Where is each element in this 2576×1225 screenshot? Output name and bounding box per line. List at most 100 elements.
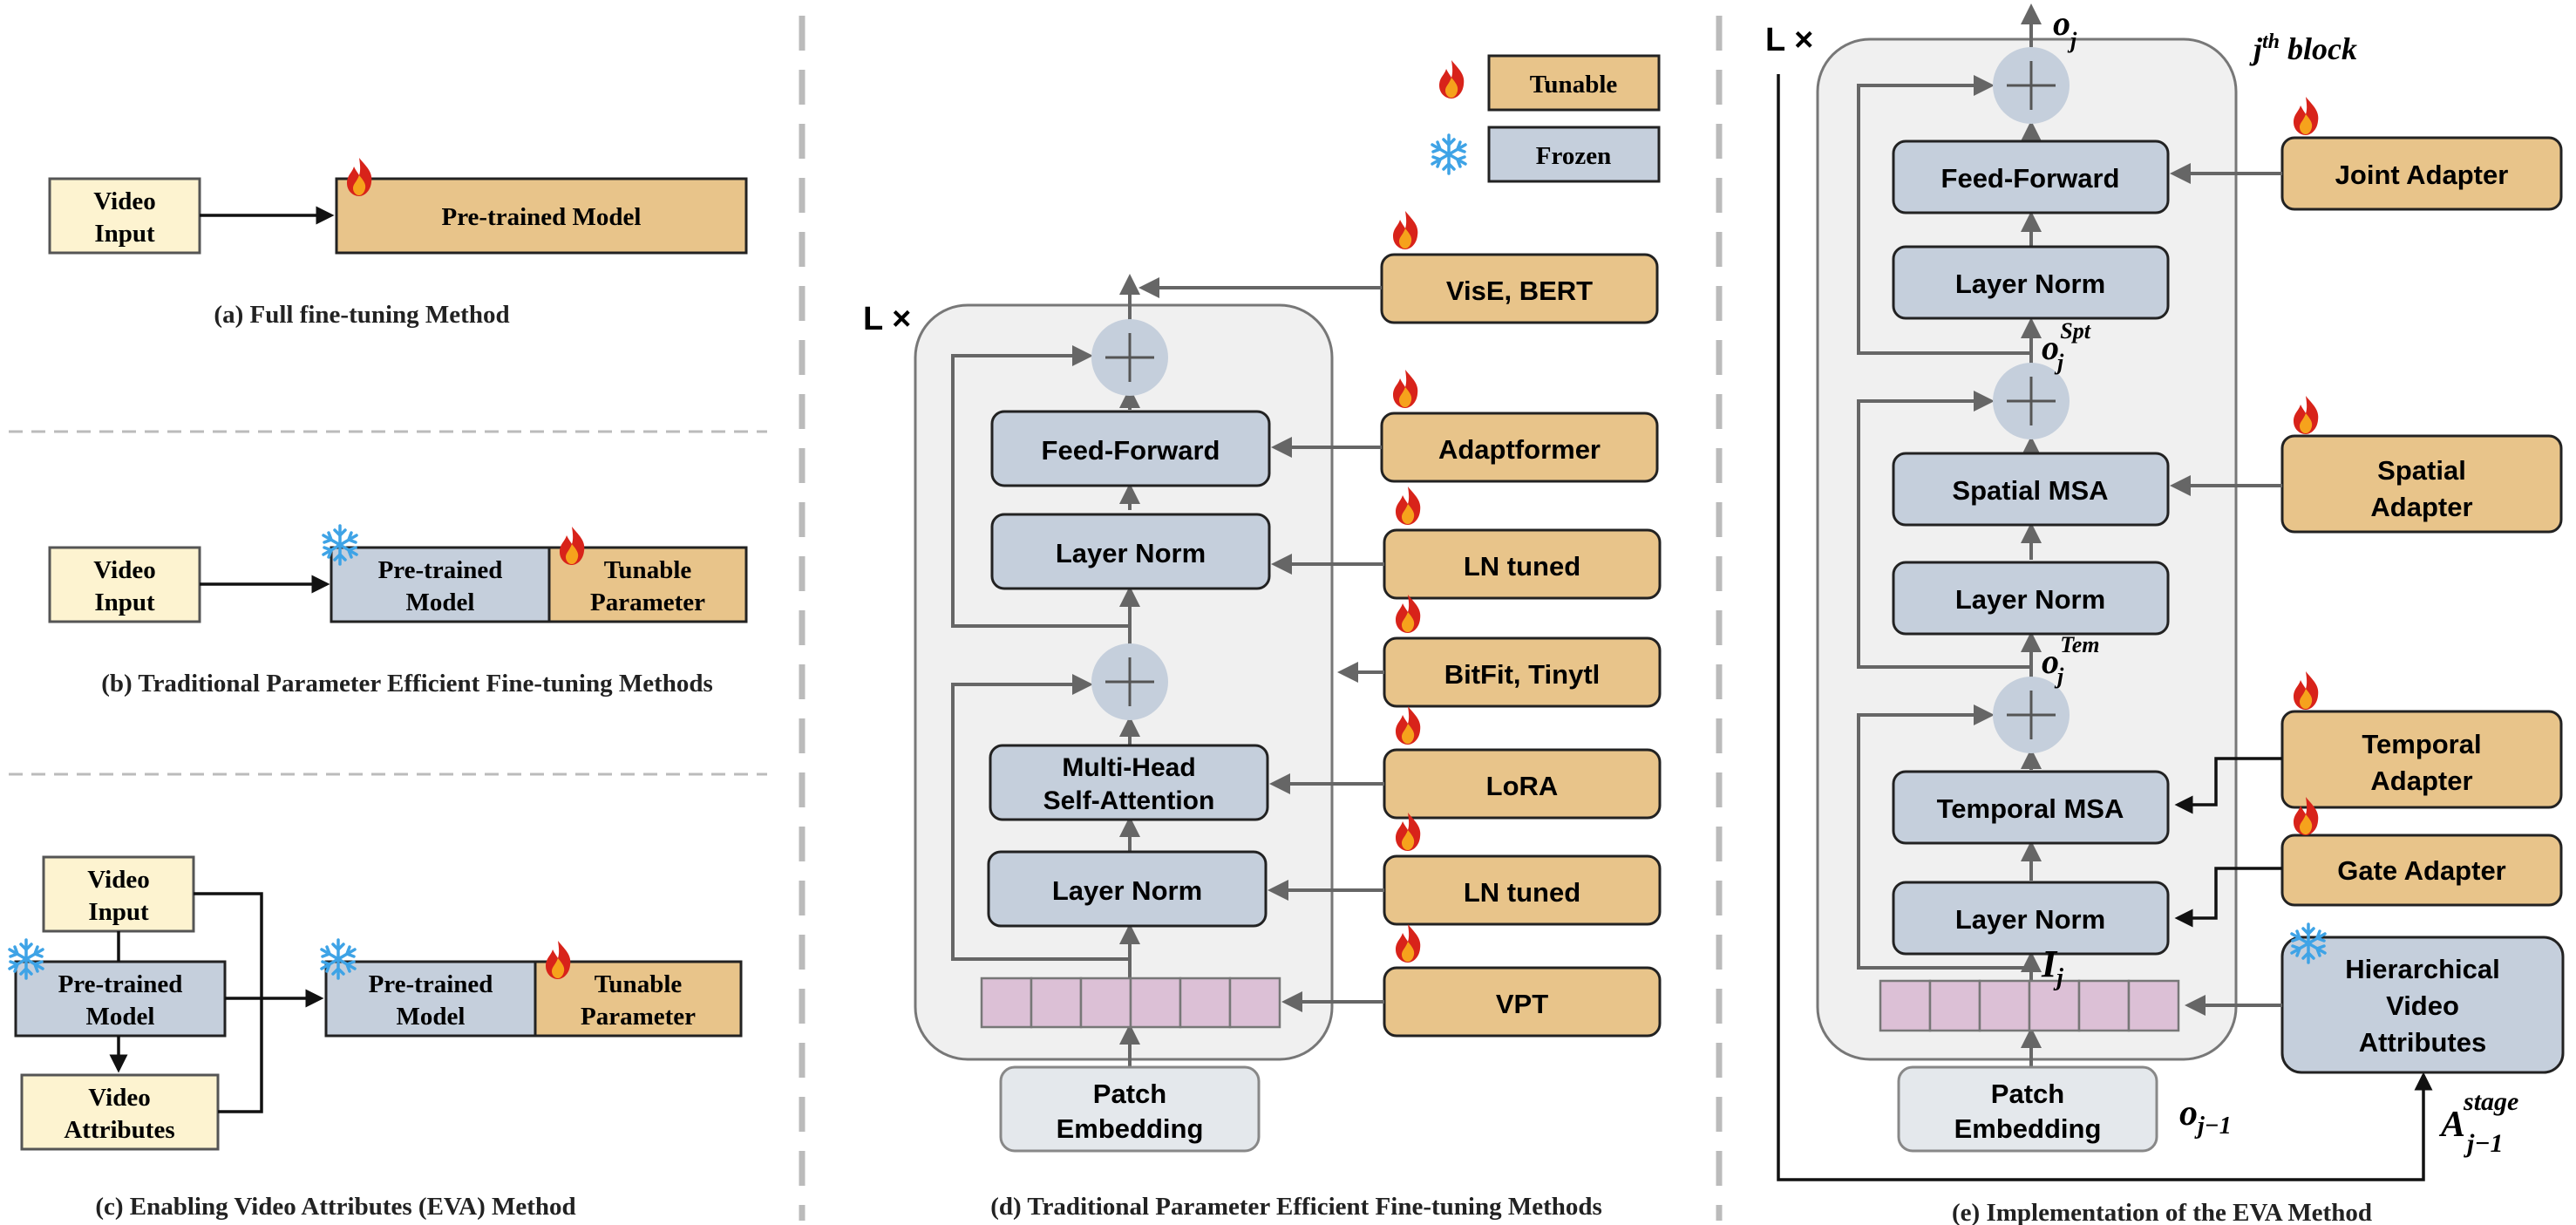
connector: [194, 892, 263, 1113]
flame-icon: [2294, 671, 2319, 710]
tunable-parameter-box: [534, 960, 743, 1038]
video-input-line2: Input: [94, 589, 155, 616]
panel-b: Video Input Pre-trained Model Tunable Pa…: [48, 524, 748, 698]
separators: [9, 16, 1723, 1221]
hva-line1: Hierarchical: [2345, 954, 2500, 984]
tunable-parameter-line2: Parameter: [590, 589, 705, 616]
residual-connection: [951, 345, 1130, 628]
pretrained-model-right-line2: Model: [397, 1003, 466, 1031]
residual-connection: [1857, 391, 2031, 669]
video-input-line1: Video: [93, 556, 155, 584]
spatial-msa-label: Spatial MSA: [1952, 475, 2108, 506]
i-j-label: Ij: [2041, 943, 2063, 991]
flame-icon: [546, 941, 571, 979]
flame-icon: [347, 158, 372, 196]
feed-forward-label: Feed-Forward: [1941, 163, 2120, 194]
residual-connection: [1857, 704, 2031, 970]
caption-b: (b) Traditional Parameter Efficient Fine…: [101, 670, 713, 698]
video-input-box: [42, 855, 195, 933]
flame-icon: [2294, 97, 2319, 135]
caption-c: (c) Enabling Video Attributes (EVA) Meth…: [95, 1193, 575, 1221]
caption-d: (d) Traditional Parameter Efficient Fine…: [990, 1193, 1602, 1221]
snowflake-icon: [8, 938, 44, 980]
video-input-line2: Input: [88, 898, 149, 926]
stage-loop-arrow: [1777, 74, 2433, 1181]
feed-forward: [990, 410, 1271, 487]
pretrained-model-left-line1: Pre-trained: [58, 970, 183, 998]
legend-tunable-swatch: [1487, 54, 1661, 112]
video-input-box: [48, 546, 201, 623]
legend-tunable-label: Tunable: [1530, 71, 1618, 99]
flame-icon: [1393, 370, 1418, 408]
block-title: jth block: [2249, 31, 2357, 66]
layer-norm-1: [1892, 245, 2170, 320]
patch-embedding-line1: Patch: [1991, 1079, 2064, 1109]
patch-embedding-line2: Embedding: [1057, 1113, 1204, 1144]
residual-connection: [1857, 75, 2031, 355]
caption-e: (e) Implementation of the EVA Method: [1952, 1199, 2372, 1225]
residual-connection: [951, 674, 1130, 961]
panel-a: Video Input Pre-trained Model (a) Full f…: [48, 158, 748, 329]
snowflake-icon: [320, 938, 357, 980]
method-label: LoRA: [1486, 771, 1559, 801]
flame-icon: [1396, 487, 1421, 525]
caption-a: (a) Full fine-tuning Method: [214, 301, 509, 329]
patch-embedding-line1: Patch: [1093, 1079, 1166, 1109]
tunable-parameter-line1: Tunable: [595, 970, 683, 998]
mhsa-line2: Self-Attention: [1043, 786, 1215, 815]
video-input-line2: Input: [94, 220, 155, 248]
legend-frozen-swatch: [1487, 126, 1661, 183]
arrow: [2174, 757, 2282, 814]
spatial-adapter-line2: Adapter: [2370, 492, 2472, 522]
layer-norm-bottom-label: Layer Norm: [1052, 875, 1202, 906]
temporal-adapter-line1: Temporal: [2362, 729, 2481, 759]
legend-frozen-label: Frozen: [1536, 142, 1611, 170]
hva-line3: Attributes: [2359, 1027, 2486, 1058]
patch-embedding: [999, 1065, 1261, 1153]
flame-icon: [2294, 396, 2319, 434]
methods-list: VisE, BERT Adaptformer LN tuned BitFit, …: [1380, 211, 1662, 1038]
layer-norm-1-label: Layer Norm: [1955, 269, 2105, 299]
video-input-line1: Video: [87, 866, 149, 894]
patch-embedding-line2: Embedding: [1954, 1113, 2102, 1144]
snowflake-icon: [322, 524, 358, 566]
layer-norm-top-label: Layer Norm: [1056, 538, 1206, 568]
repeat-label: L ×: [1765, 22, 1813, 58]
joint-adapter-label: Joint Adapter: [2335, 160, 2509, 190]
tunable-parameter-line1: Tunable: [604, 556, 692, 584]
flame-icon: [1439, 60, 1465, 99]
video-attributes-line2: Attributes: [64, 1116, 174, 1144]
method-label: VisE, BERT: [1446, 276, 1593, 306]
layer-norm-2-label: Layer Norm: [1955, 584, 2105, 615]
pretrained-model-right-line1: Pre-trained: [369, 970, 493, 998]
patch-tokens: [980, 977, 1281, 1029]
video-attributes-line1: Video: [88, 1084, 150, 1112]
panel-d: Tunable Frozen L × Layer Norm: [863, 54, 1662, 1221]
method-label: Adaptformer: [1438, 434, 1601, 465]
flame-icon: [1396, 595, 1421, 633]
method-label: LN tuned: [1464, 551, 1580, 582]
pretrained-model-label: Pre-trained Model: [442, 203, 642, 231]
spatial-msa: [1892, 452, 2170, 527]
snowflake-icon: [1431, 133, 1467, 175]
legend: Tunable Frozen: [1431, 54, 1661, 183]
method-label: BitFit, Tinytl: [1444, 659, 1601, 690]
pretrained-model-right-box: [324, 960, 537, 1038]
temporal-msa: [1892, 770, 2170, 845]
layer-norm-3: [1892, 881, 2170, 956]
pretrained-model-line1: Pre-trained: [378, 556, 503, 584]
feed-forward-label: Feed-Forward: [1042, 435, 1220, 466]
panel-e: L × jth block Layer Norm: [1765, 3, 2565, 1225]
layer-norm-2: [1892, 561, 2170, 636]
o-spt-label: ojSpt: [2042, 318, 2091, 375]
flame-icon: [1396, 924, 1421, 963]
flame-icon: [1393, 211, 1418, 249]
flame-icon: [1396, 706, 1421, 745]
flame-icon: [560, 527, 585, 565]
pretrained-model-box: [330, 546, 551, 623]
mhsa-box: [989, 744, 1269, 821]
method-label: VPT: [1496, 989, 1548, 1019]
repeat-label: L ×: [863, 301, 911, 337]
